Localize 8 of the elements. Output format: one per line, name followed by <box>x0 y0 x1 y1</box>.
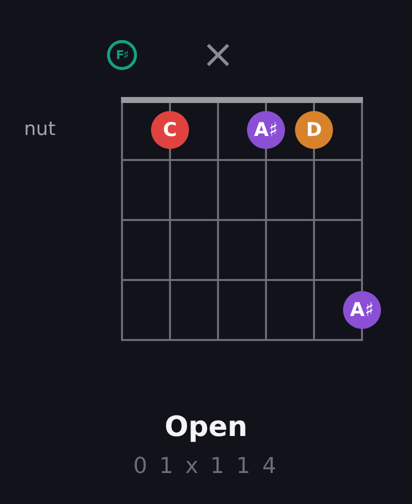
note-dot: D <box>295 111 333 149</box>
nut-label: nut <box>24 118 56 141</box>
note-dot: A♯ <box>247 111 285 149</box>
open-string-ring: F♯ <box>107 40 137 70</box>
note-dot: A♯ <box>343 291 381 329</box>
fingering-text: 0 1 x 1 1 4 <box>133 454 279 480</box>
note-dot: C <box>151 111 189 149</box>
chord-title: Open <box>164 410 248 444</box>
